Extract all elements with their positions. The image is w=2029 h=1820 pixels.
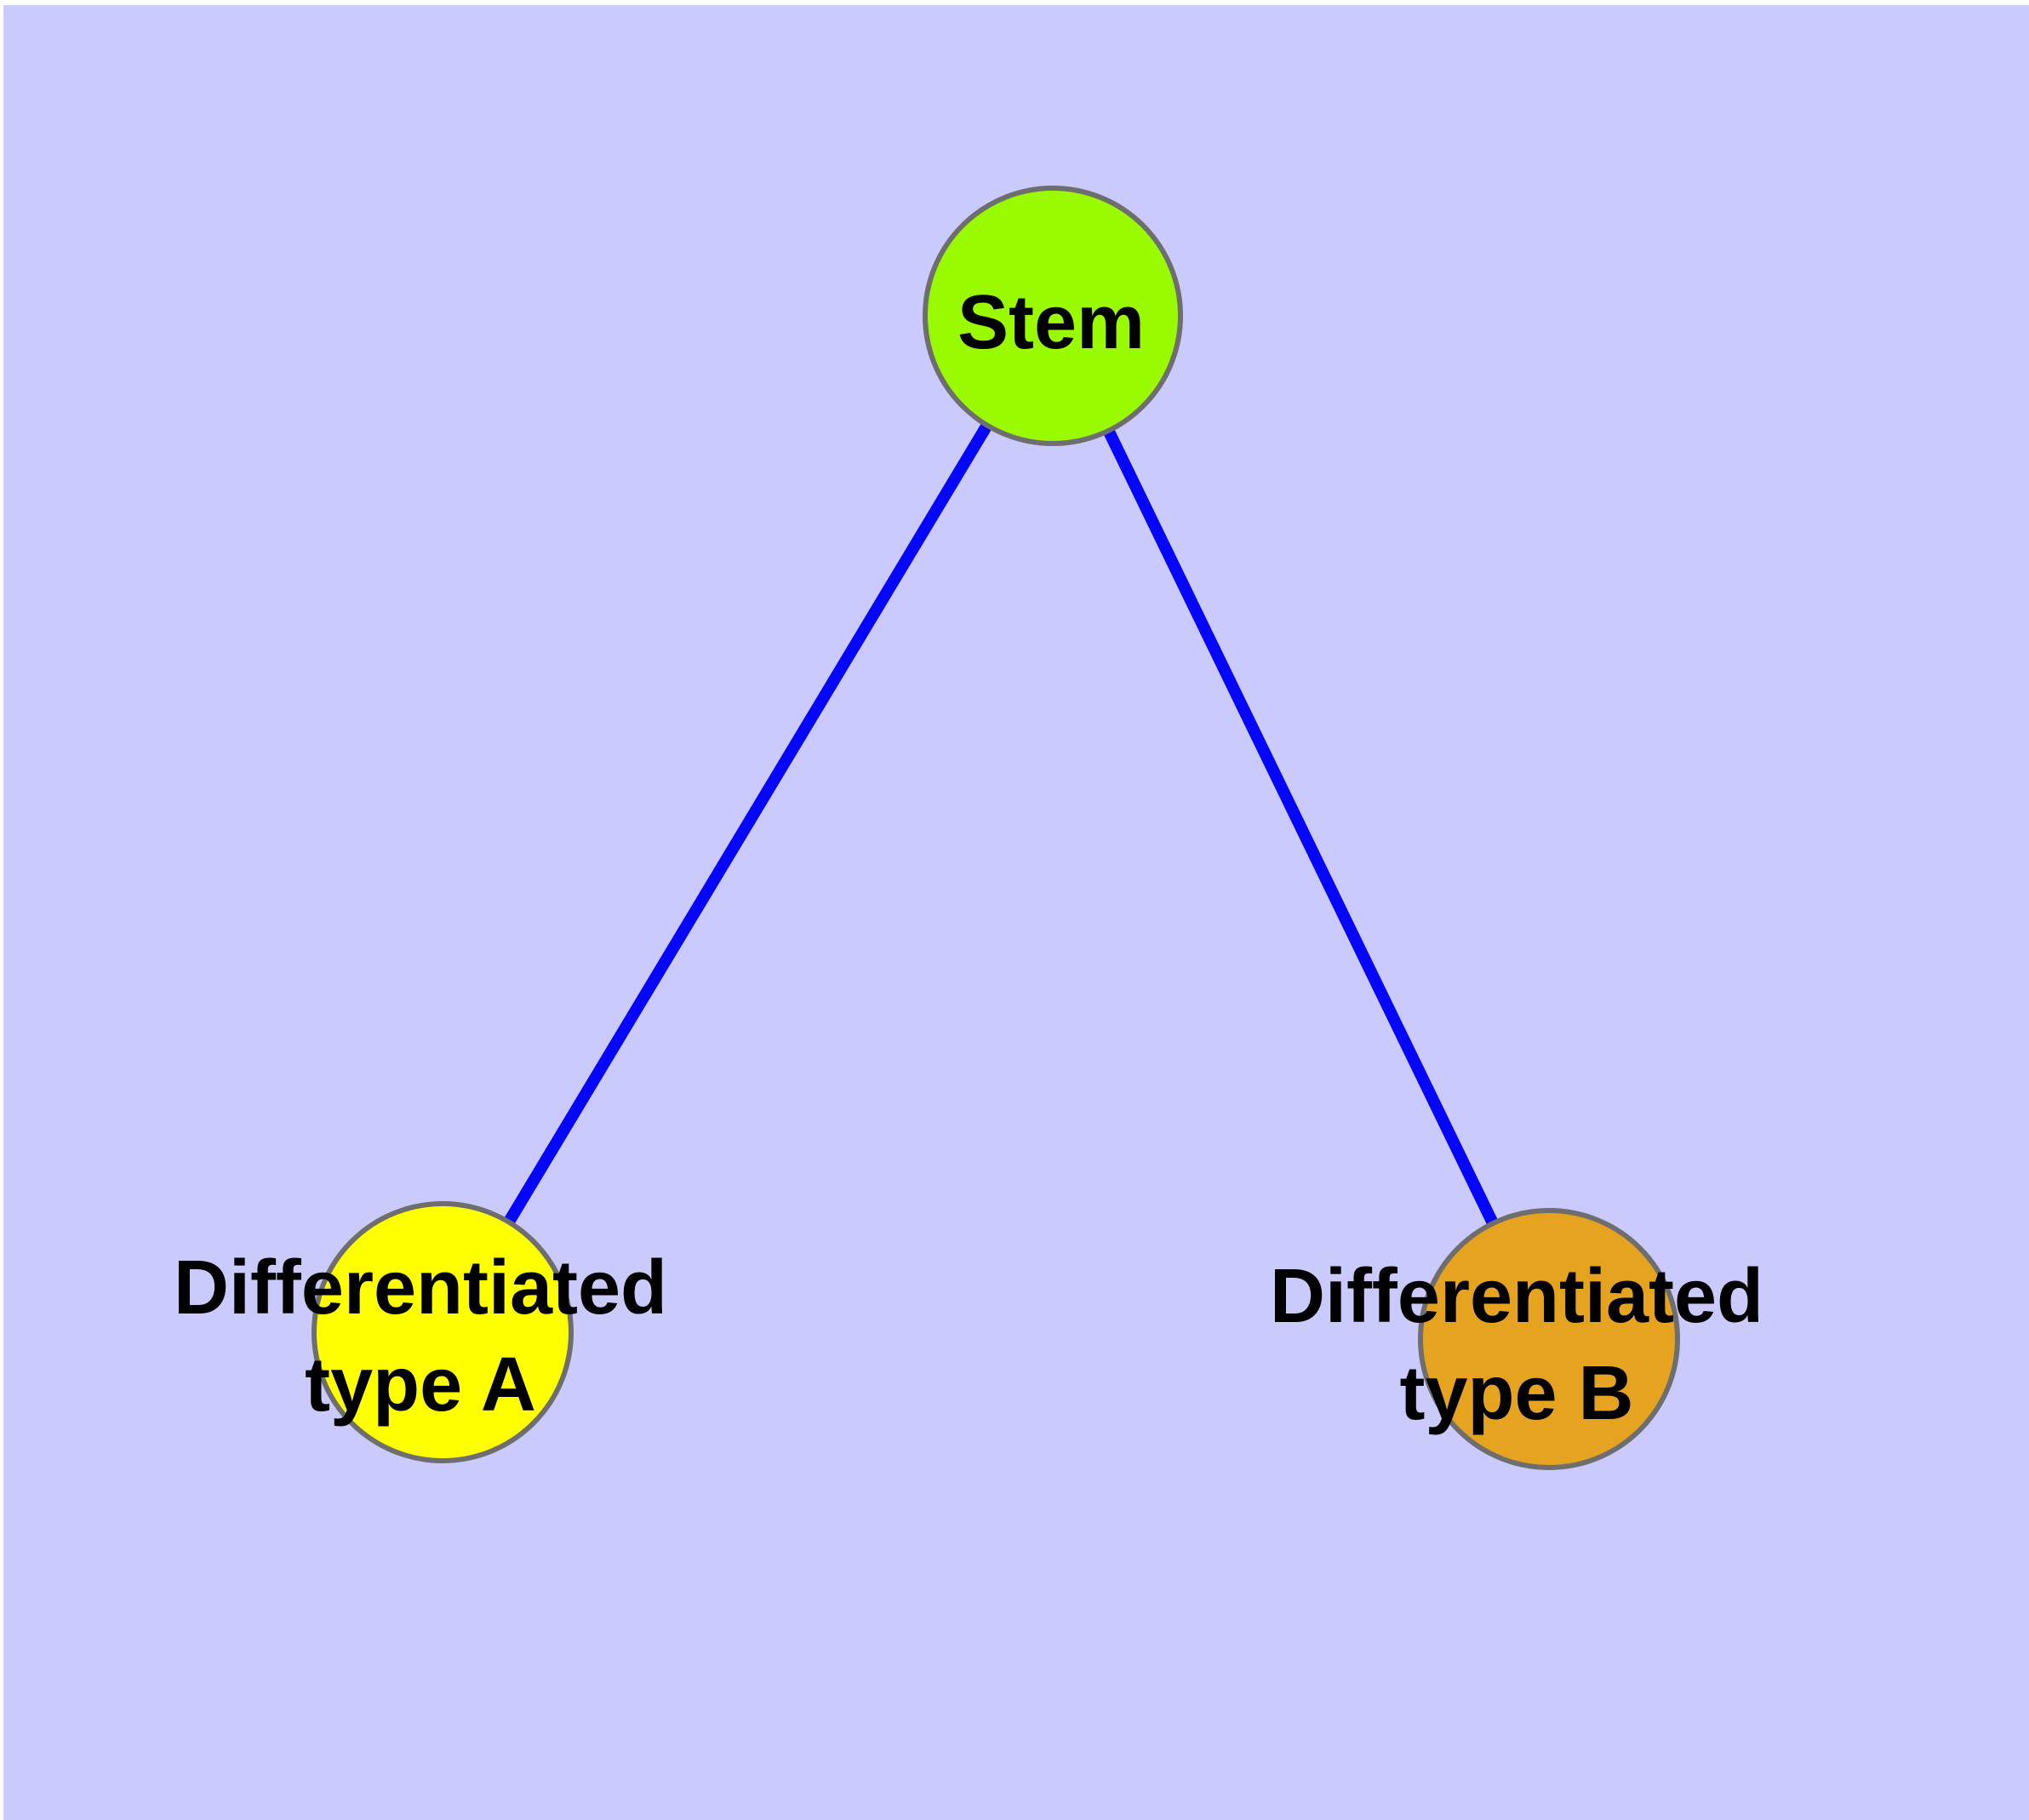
edge-stem-to-type-a (437, 312, 1059, 1336)
node-type-b-label-line2: type B (1399, 1351, 1633, 1436)
node-type-b-circle (1418, 1208, 1680, 1470)
node-stem: Stem (923, 186, 1183, 446)
node-type-b-label-line1: Differentiated (1270, 1254, 1763, 1339)
node-type-a-circle (311, 1201, 574, 1463)
edge-stem-to-type-b (1047, 312, 1555, 1342)
node-stem-label: Stem (957, 280, 1145, 365)
node-type-a-label-line2: type A (305, 1342, 536, 1428)
node-stem-circle (923, 186, 1183, 446)
node-type-a: Differentiated type A (174, 1201, 667, 1463)
node-type-b: Differentiated type B (1270, 1208, 1763, 1470)
node-type-a-label-line1: Differentiated (174, 1245, 667, 1331)
